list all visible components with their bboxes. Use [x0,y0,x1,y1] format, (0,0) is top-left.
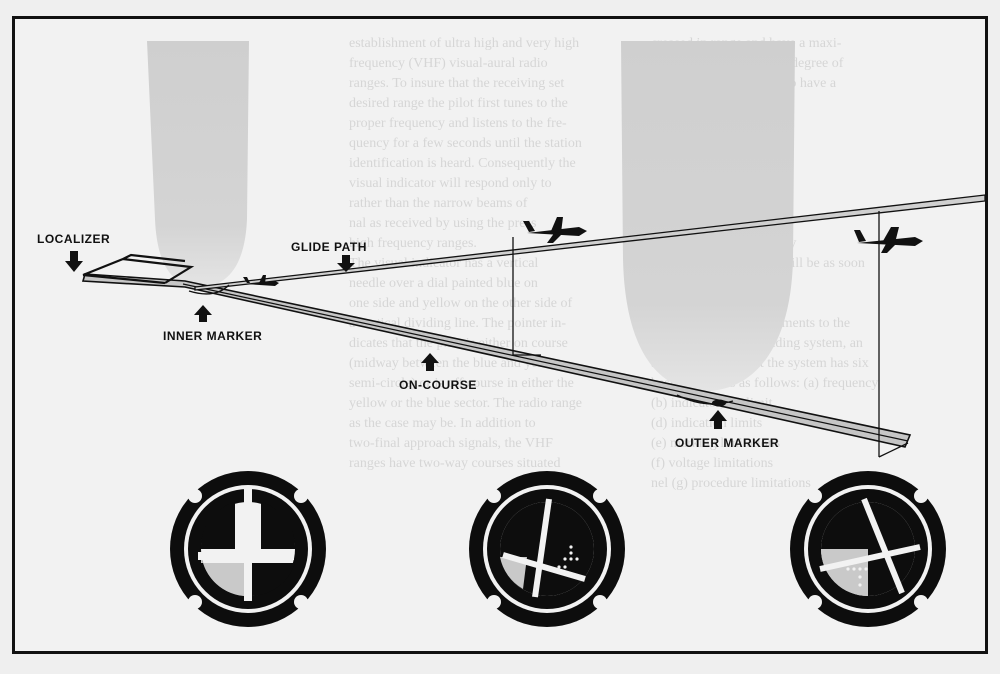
ghost-text-line: establishment of ultra high and very hig… [349,36,579,51]
inner-marker-label: INNER MARKER [163,329,262,343]
cross-pointer-indicator-on-course [170,471,326,627]
glide-path-arrow [337,255,355,272]
localizer-label: LOCALIZER [37,232,110,246]
ghost-text-line: frequency (VHF) visual-aural radio [349,56,548,71]
airplane-icon [854,227,923,253]
outer-marker-label: OUTER MARKER [675,436,779,450]
ghost-text-line: rather than the narrow beams of [349,196,528,211]
glide-path-line [194,194,985,291]
ghost-text-line: one side and yellow on the other side of [349,296,573,311]
airplane-icon [523,217,587,243]
ghost-text-line: nal as received by using the press [349,216,536,231]
illustration-frame: establishment of ultra high and very hig… [12,16,988,654]
ghost-text-line: nel (g) procedure limitations [651,476,811,491]
ghost-text-line: proper frequency and listens to the fre- [349,116,567,131]
outer-marker-arrow [709,410,727,429]
background-text-left: establishment of ultra high and very hig… [349,36,582,471]
ghost-text-line: two-final approach signals, the VHF [349,436,553,451]
ghost-text-line: ranges have two-way courses situated [349,456,560,471]
ghost-text-line: (e) marking limitations [651,436,780,451]
outer-marker-beam [621,41,795,391]
ghost-text-line: identification is heard. Consequently th… [349,156,576,171]
localizer-arrow [65,251,83,272]
ghost-text-line: semi-circle) or is off course in either … [349,376,574,391]
ghost-text-line: (f) voltage limitations [651,456,773,471]
inner-marker-arrow [194,305,212,322]
ghost-text-line: quency for a few seconds until the stati… [349,136,582,151]
ghost-text-line: high frequency ranges. [349,236,477,251]
ghost-text-line: needle over a dial painted blue on [349,276,538,291]
ghost-text-line: as the case may be. In addition to [349,416,536,431]
glide-path-label: GLIDE PATH [291,240,367,254]
ghost-text-line: desired range the pilot first tunes to t… [349,96,568,111]
localizer-antenna [82,253,195,285]
ghost-text-line: ranges. To insure that the receiving set [349,76,564,91]
on-course-arrow [421,353,439,371]
on-course-band [81,273,912,448]
cross-pointer-indicator-left-low [469,471,625,627]
inner-marker-beam [147,41,249,287]
cross-pointer-indicator-right-high [790,471,946,627]
on-course-label: ON-COURSE [399,378,477,392]
airplane-icon [243,275,279,286]
ghost-text-line: (d) indication limits [651,416,762,431]
ils-diagram: establishment of ultra high and very hig… [37,36,985,627]
ghost-text-line: visual indicator will respond only to [349,176,552,191]
ghost-text-line: yellow or the blue sector. The radio ran… [349,396,582,411]
